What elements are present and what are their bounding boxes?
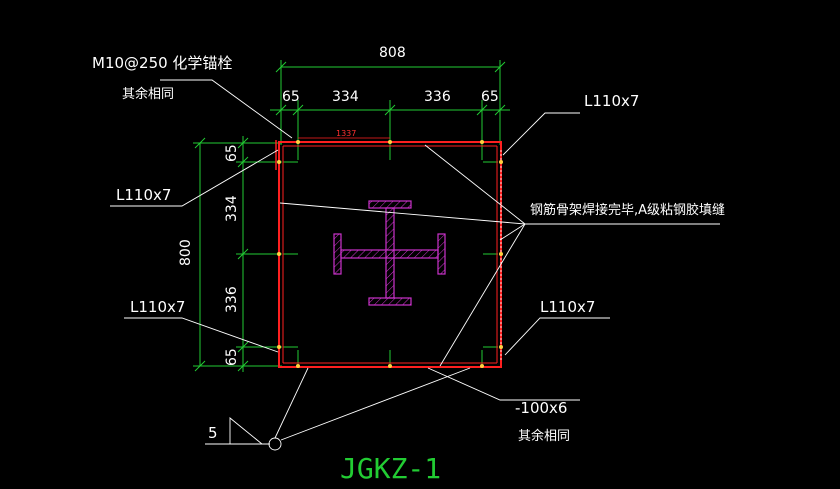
angle-label-top-right: L110x7 xyxy=(584,92,639,110)
leader-lines xyxy=(110,79,720,451)
dim-top-mid-left: 334 xyxy=(332,89,359,105)
left-dimensions xyxy=(193,136,282,372)
angle-label-left-bottom: L110x7 xyxy=(130,298,185,316)
inner-grid-lines xyxy=(283,145,498,364)
dim-top-mid-right: 336 xyxy=(424,89,451,105)
weld-note-label: 钢筋骨架焊接完毕,A级粘钢胶填缝 xyxy=(530,202,725,218)
dim-left-bottom-edge: 65 xyxy=(224,348,240,366)
red-dimension-label: 1337 xyxy=(336,129,356,138)
plate-label: -100x6 xyxy=(515,399,567,417)
angle-label-right-bottom: L110x7 xyxy=(540,298,595,316)
anchor-bolt-markers xyxy=(277,140,503,368)
dim-left-mid-bottom: 336 xyxy=(224,286,240,313)
dim-top-right-edge: 65 xyxy=(481,89,499,105)
dim-left-mid-top: 334 xyxy=(224,195,240,222)
dim-top-left-edge: 65 xyxy=(282,89,300,105)
weld-size-label: 5 xyxy=(208,424,218,442)
steel-cross-section xyxy=(333,200,446,306)
dim-overall-left: 800 xyxy=(178,239,194,266)
dim-left-top-edge: 65 xyxy=(224,144,240,162)
angle-label-left-top: L110x7 xyxy=(116,186,171,204)
anchor-bolt-label: M10@250 化学锚栓 xyxy=(92,54,232,72)
plate-note: 其余相同 xyxy=(518,428,570,444)
drawing-title: JGKZ-1 xyxy=(340,452,441,485)
top-dimensions xyxy=(270,60,510,145)
anchor-bolt-note: 其余相同 xyxy=(122,86,174,102)
annotation-labels: M10@250 化学锚栓 其余相同 L110x7 L110x7 L110x7 L… xyxy=(92,54,725,444)
dimension-texts: 808 65 334 336 65 800 65 334 336 65 xyxy=(178,45,499,366)
dim-overall-top: 808 xyxy=(379,45,406,61)
